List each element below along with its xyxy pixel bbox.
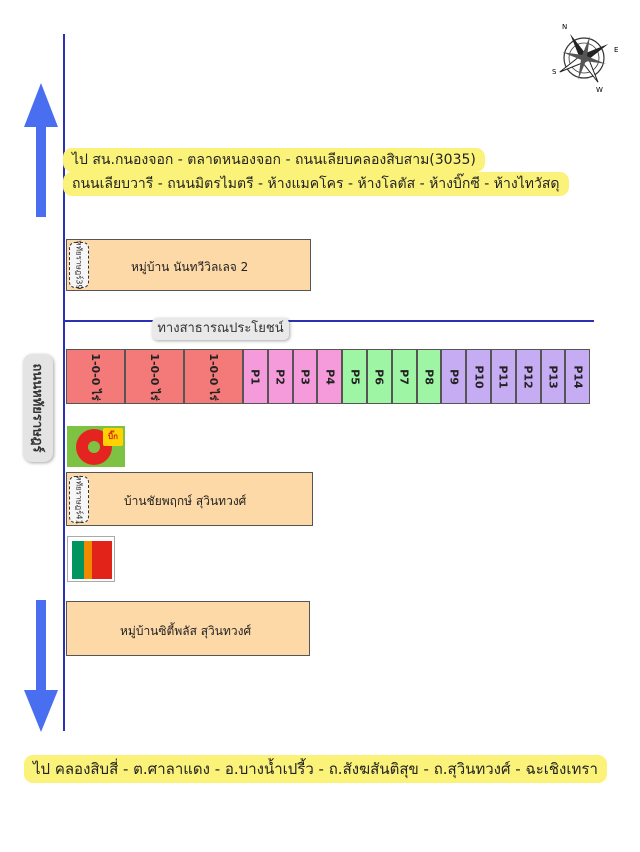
- plot-label: P5: [348, 368, 362, 385]
- plot-label: P2: [273, 368, 287, 385]
- plot-cell: P14: [565, 349, 591, 404]
- plot-label: P7: [397, 368, 411, 385]
- village-name: บ้านชัยพฤกษ์ สุวินทวงศ์: [124, 494, 247, 508]
- plot-cell: P4: [317, 349, 343, 404]
- plot-label: 1-0-0 ไร่: [88, 352, 102, 401]
- village-name: หมู่บ้านซิตี้พลัส สุวินทวงศ์: [120, 624, 252, 638]
- plot-label: P12: [521, 364, 535, 389]
- plot-label: P1: [248, 368, 262, 385]
- bottom-destination-line1: ไป คลองสิบสี่ - ต.ศาลาแดง - อ.บางน้ำเปรี…: [24, 755, 607, 783]
- compass-w-label: W: [596, 86, 603, 92]
- plot-label: P8: [422, 368, 436, 385]
- road-name-text: ถนนหทัยราษฎร์: [29, 363, 45, 453]
- plot-cell: 1-0-0 ไร่: [125, 349, 184, 404]
- plot-cell: P1: [243, 349, 268, 404]
- plot-label: 1-0-0 ไร่: [206, 352, 220, 401]
- bigc-logo-icon: บิ๊ก: [67, 426, 125, 467]
- main-road-line: [63, 34, 65, 731]
- plot-cell: P10: [466, 349, 491, 404]
- plot-cell: P11: [491, 349, 516, 404]
- plot-label: P9: [447, 368, 461, 385]
- public-way-line: [64, 320, 594, 322]
- plot-cell: P13: [540, 349, 566, 404]
- village-name: หมู่บ้าน นันทวีวิลเลจ 2: [131, 260, 249, 274]
- soi-label-41: หทัยราษฎร์41: [69, 475, 89, 524]
- arrow-down-icon: [24, 690, 58, 732]
- top-destination-line1: ไป สน.กนองจอก - ตลาดหนองจอก - ถนนเลียบคล…: [63, 148, 485, 172]
- plot-cell: 1-0-0 ไร่: [66, 349, 125, 404]
- plot-cell: 1-0-0 ไร่: [184, 349, 243, 404]
- compass-n-label: N: [562, 23, 567, 31]
- plot-label: P10: [472, 364, 486, 389]
- plot-cell: P8: [416, 349, 442, 404]
- arrow-up-icon: [24, 83, 58, 127]
- plot-label: P14: [571, 364, 585, 389]
- plot-label: P3: [298, 368, 312, 385]
- arrow-down-shaft: [36, 600, 46, 692]
- plot-cell: P2: [267, 349, 293, 404]
- soi-label-39: หทัยราษฎร์39: [69, 240, 89, 290]
- road-name-label: ถนนหทัยราษฎร์: [23, 354, 53, 462]
- compass-e-label: E: [614, 46, 618, 54]
- plot-cell: P5: [342, 349, 367, 404]
- plot-cell: P9: [441, 349, 467, 404]
- plot-cell: P7: [391, 349, 417, 404]
- plot-cell: P12: [515, 349, 541, 404]
- top-destination-line2: ถนนเลียบวารี - ถนนมิตรไมตรี - ห้างแมคโคร…: [63, 172, 569, 196]
- plot-cell: P6: [367, 349, 392, 404]
- compass-rose-icon: N E S W: [552, 23, 618, 92]
- seven-eleven-logo-icon: [67, 536, 115, 582]
- plot-cell: P3: [292, 349, 318, 404]
- plot-label: P11: [496, 364, 510, 389]
- village-box-cityplus: หมู่บ้านซิตี้พลัส สุวินทวงศ์: [66, 601, 310, 656]
- plot-label: P4: [323, 368, 337, 385]
- compass-s-label: S: [552, 68, 557, 76]
- village-box-chaiyaphruek: หทัยราษฎร์41 บ้านชัยพฤกษ์ สุวินทวงศ์: [66, 472, 313, 526]
- plot-label: P13: [546, 364, 560, 389]
- public-way-label: ทางสาธารณประโยชน์: [152, 318, 289, 340]
- plot-label: P6: [372, 368, 386, 385]
- village-box-nanthawee: หทัยราษฎร์39 หมู่บ้าน นันทวีวิลเลจ 2: [66, 239, 311, 291]
- arrow-up-shaft: [36, 125, 46, 217]
- plot-label: 1-0-0 ไร่: [147, 352, 161, 401]
